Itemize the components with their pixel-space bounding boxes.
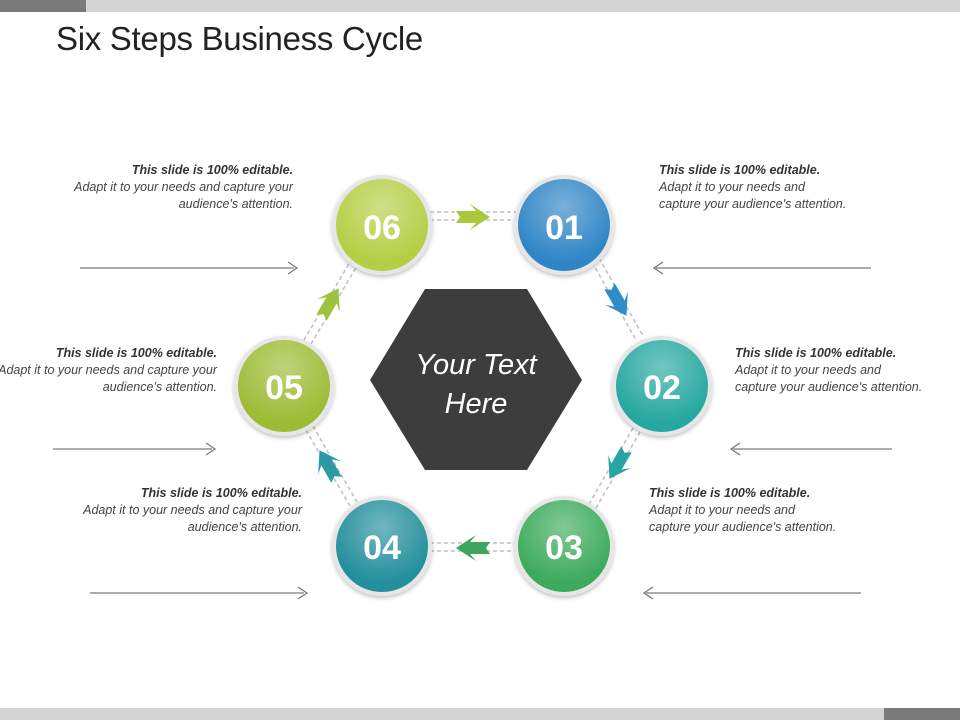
center-hexagon (370, 289, 582, 470)
step-number-02: 02 (643, 369, 681, 407)
step-circle-05: 05 (234, 336, 334, 436)
arrow-05-to-06-icon (316, 288, 340, 321)
note-step-04-text: Adapt it to your needs and capture your … (83, 503, 302, 534)
arrow-02-to-03-icon (608, 446, 632, 479)
step-circle-04: 04 (332, 496, 432, 596)
note-step-02-text: Adapt it to your needs and capture your … (735, 363, 923, 394)
step-circle-01: 01 (514, 175, 614, 275)
pointer-step-04 (90, 586, 309, 600)
note-step-02: This slide is 100% editable. Adapt it to… (735, 345, 925, 396)
note-step-05-text: Adapt it to your needs and capture your … (0, 363, 217, 394)
note-step-03-bold: This slide is 100% editable. (649, 486, 811, 500)
step-number-01: 01 (545, 209, 583, 247)
note-step-01: This slide is 100% editable. Adapt it to… (659, 162, 849, 213)
note-step-04: This slide is 100% editable. Adapt it to… (42, 485, 302, 536)
arrow-03-to-04-icon (456, 535, 490, 561)
step-number-03: 03 (545, 529, 583, 567)
note-step-01-text: Adapt it to your needs and capture your … (659, 180, 847, 211)
note-step-06-text: Adapt it to your needs and capture your … (74, 180, 293, 211)
pointer-step-01 (652, 261, 871, 275)
arrow-01-to-02-icon (604, 283, 628, 316)
center-text-line1: Your Text (415, 349, 538, 381)
note-step-03: This slide is 100% editable. Adapt it to… (649, 485, 839, 536)
bottom-bar (0, 708, 960, 720)
slide-title: Six Steps Business Cycle (56, 20, 423, 57)
note-step-02-bold: This slide is 100% editable. (735, 346, 897, 360)
pointer-step-06 (80, 261, 299, 275)
center-text-line2: Here (445, 388, 508, 420)
note-step-04-bold: This slide is 100% editable. (140, 486, 302, 500)
pointer-lines (53, 261, 892, 600)
step-circle-02: 02 (612, 336, 712, 436)
step-circle-06: 06 (332, 175, 432, 275)
arrow-04-to-05-icon (318, 450, 342, 483)
step-circle-03: 03 (514, 496, 614, 596)
bottom-bar-accent (884, 708, 960, 720)
top-bar-accent (0, 0, 86, 12)
note-step-06: This slide is 100% editable. Adapt it to… (33, 162, 293, 213)
flow-arrows (316, 204, 632, 561)
top-bar (0, 0, 960, 12)
arrow-06-to-01-icon (456, 204, 490, 230)
note-step-03-text: Adapt it to your needs and capture your … (649, 503, 837, 534)
step-number-06: 06 (363, 209, 401, 247)
note-step-01-bold: This slide is 100% editable. (659, 163, 821, 177)
pointer-step-05 (53, 442, 217, 456)
pointer-step-02 (729, 442, 892, 456)
note-step-05: This slide is 100% editable. Adapt it to… (0, 345, 217, 396)
note-step-06-bold: This slide is 100% editable. (131, 163, 293, 177)
step-number-04: 04 (363, 529, 401, 567)
note-step-05-bold: This slide is 100% editable. (55, 346, 217, 360)
step-number-05: 05 (265, 369, 303, 407)
pointer-step-03 (642, 586, 861, 600)
